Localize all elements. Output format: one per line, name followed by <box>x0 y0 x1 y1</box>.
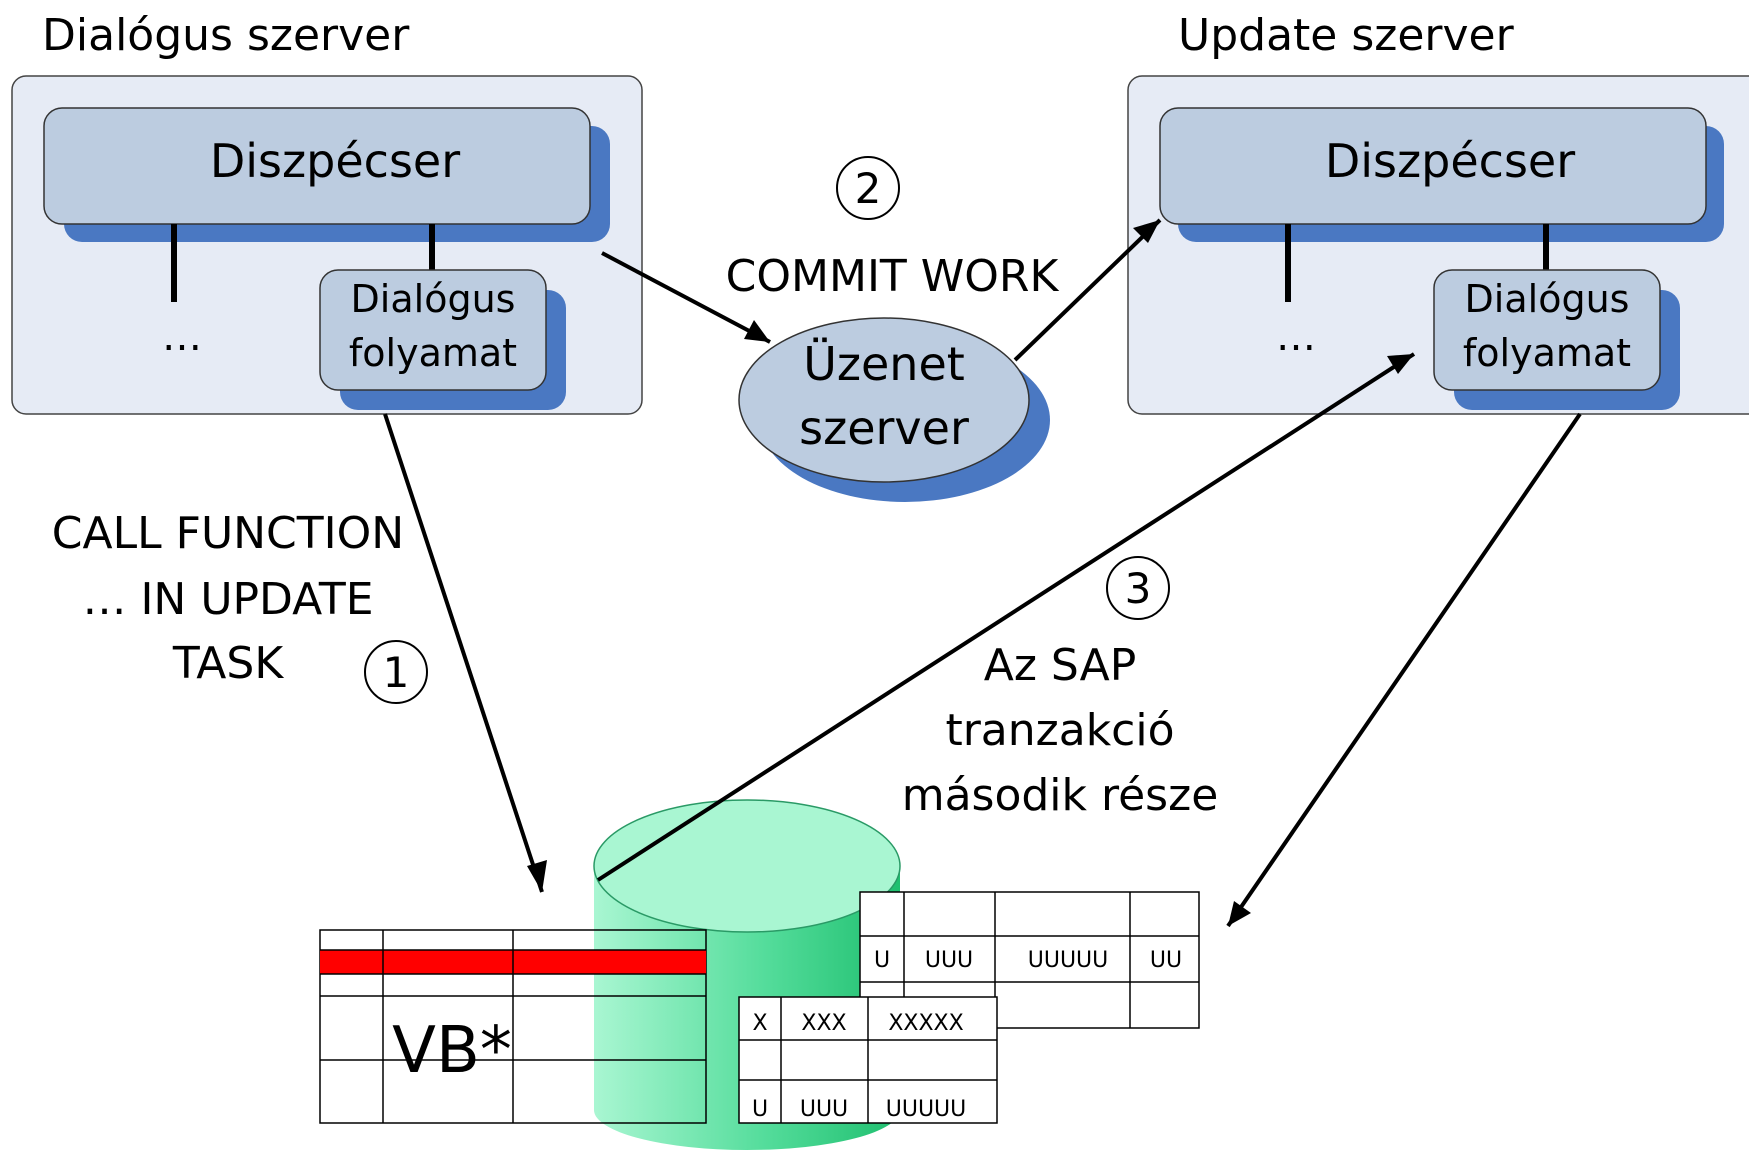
sap-transaction-line3: második része <box>902 770 1219 821</box>
arrow-process-to-vb-table <box>383 413 544 893</box>
dialog-process-box <box>1433 269 1661 391</box>
vb-table-label: VB* <box>392 1014 512 1088</box>
arrowhead <box>527 860 547 892</box>
message-server-label-line1: Üzenet <box>803 337 965 391</box>
arrowhead <box>744 320 770 342</box>
dialog-server-title: Dialógus szerver <box>42 10 410 61</box>
message-server-label-line2: szerver <box>799 401 969 455</box>
table-cell: UU <box>1150 948 1182 973</box>
update-server: Update szerver Diszpécser … Dialógus fol… <box>1127 10 1749 415</box>
call-function-line1: CALL FUNCTION <box>52 508 404 559</box>
call-function-line3: TASK <box>172 638 284 689</box>
step-number: 2 <box>855 164 882 213</box>
step-number: 1 <box>383 648 410 697</box>
dispatcher-box <box>43 107 591 225</box>
ellipsis: … <box>1276 314 1316 360</box>
step-number-circle <box>836 156 900 220</box>
dispatcher-label: Diszpécser <box>1325 134 1575 188</box>
database-top <box>593 799 901 933</box>
dispatcher-box <box>1159 107 1707 225</box>
sap-transaction-line1: Az SAP <box>984 640 1137 691</box>
step-1: CALL FUNCTION … IN UPDATE TASK 1 <box>52 508 428 704</box>
arrowhead <box>1387 354 1414 374</box>
arrowhead <box>1133 220 1160 243</box>
vb-table: VB* <box>319 929 707 1124</box>
dialog-server: Dialógus szerver Diszpécser … Dialógus f… <box>11 10 643 415</box>
table-cell: U <box>752 1097 768 1122</box>
process-label-line1: Dialógus <box>1465 277 1630 321</box>
step-number: 3 <box>1125 564 1152 613</box>
arrow-update-process-to-table <box>1226 412 1582 928</box>
table-cell: UUUUU <box>886 1097 967 1122</box>
step-number-circle <box>1106 556 1170 620</box>
arrow-message-server-to-update-dispatcher <box>1013 218 1162 362</box>
table-cell: UUU <box>925 948 973 973</box>
step-number-circle <box>364 640 428 704</box>
step-2: 2 COMMIT WORK <box>726 156 1060 302</box>
table-cell: XXXXX <box>888 1011 963 1036</box>
table-cell: X <box>752 1011 767 1036</box>
commit-work-label: COMMIT WORK <box>726 251 1060 302</box>
arrows <box>383 218 1582 928</box>
update-server-title: Update szerver <box>1178 10 1515 61</box>
process-label-line2: folyamat <box>1463 331 1631 375</box>
arrow-database-to-update-process <box>596 352 1416 882</box>
table-cell: U <box>874 948 890 973</box>
process-label-line2: folyamat <box>349 331 517 375</box>
transaction-table: X XXX XXXXX U UUU UUUUU <box>738 996 998 1124</box>
sap-transaction-line2: tranzakció <box>945 705 1174 756</box>
arrowhead <box>1228 901 1251 926</box>
message-server: Üzenet szerver <box>738 317 1050 502</box>
table-cell: UUU <box>800 1097 848 1122</box>
call-function-line2: … IN UPDATE <box>82 574 373 625</box>
step-3: 3 Az SAP tranzakció második része <box>902 556 1219 821</box>
message-server-ellipse <box>738 317 1030 483</box>
table-cell: UUUUU <box>1028 948 1109 973</box>
arrow-dispatcher-to-message-server <box>601 251 771 344</box>
arrowheads <box>527 220 1414 926</box>
dialog-process-box <box>319 269 547 391</box>
dispatcher-label: Diszpécser <box>210 134 460 188</box>
ellipsis: … <box>162 314 202 360</box>
process-label-line1: Dialógus <box>351 277 516 321</box>
table-cell: XXX <box>801 1011 846 1036</box>
